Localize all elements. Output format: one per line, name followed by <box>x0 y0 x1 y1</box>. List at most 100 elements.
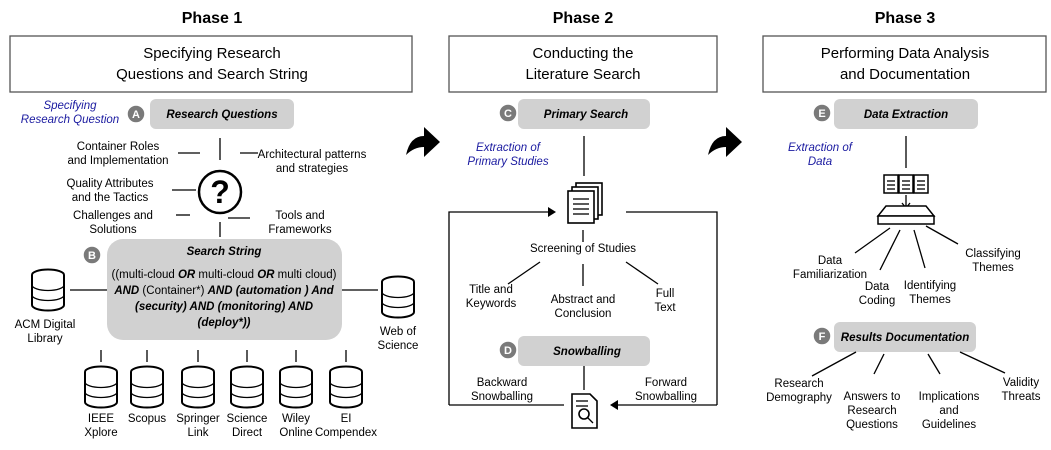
result-validity-2: Threats <box>1002 391 1041 403</box>
phase-2-heading-box <box>448 35 718 93</box>
phase-2-side-label-line-1: Extraction of <box>476 142 542 154</box>
extraction-classifying-1: Classifying <box>965 248 1021 260</box>
db-sciencedirect-2: Direct <box>232 427 263 439</box>
research-questions-box <box>150 99 294 129</box>
db-springer-2: Link <box>187 427 208 439</box>
topic-architectural-1: Architectural patterns <box>258 149 367 161</box>
step-f-letter: F <box>819 331 826 343</box>
db-compendex-1: EI <box>341 413 352 425</box>
step-e-badge <box>812 103 832 123</box>
step-b-letter: B <box>88 250 96 262</box>
db-acm-2: Library <box>27 333 62 345</box>
wos-database-icon <box>381 275 415 319</box>
step-e-letter: E <box>818 108 825 120</box>
screen-abstract-2: Conclusion <box>555 308 612 320</box>
phase-1-heading-box <box>9 35 413 93</box>
result-demography-1: Research <box>774 378 823 390</box>
step-a-badge <box>126 104 146 124</box>
phase-3-heading-line-2: and Documentation <box>840 66 970 83</box>
topic-tools-1: Tools and <box>275 210 324 222</box>
db-springer-1: Springer <box>176 413 220 425</box>
research-questions-label: Research Questions <box>166 109 277 121</box>
springer-database-icon <box>181 365 215 409</box>
query-line-2: AND (Container*) AND (automation ) And <box>113 285 334 297</box>
db-wiley-2: Online <box>279 427 312 439</box>
db-scopus: Scopus <box>128 413 167 425</box>
screen-fulltext-2: Text <box>654 302 676 314</box>
acm-database-icon <box>31 268 65 312</box>
phase-3-heading-line-1: Performing Data Analysis <box>821 45 989 62</box>
topic-quality-2: and the Tactics <box>72 192 149 204</box>
topic-quality-1: Quality Attributes <box>67 178 154 190</box>
extraction-coding-2: Coding <box>859 295 895 307</box>
topic-container-roles-2: and Implementation <box>67 155 168 167</box>
sciencedirect-database-icon <box>230 365 264 409</box>
step-c-badge <box>498 103 518 123</box>
ieee-database-icon <box>84 365 118 409</box>
arrow-phase-2-to-3-icon <box>708 127 742 157</box>
question-mark: ? <box>210 174 230 210</box>
screen-title-keywords-1: Title and <box>469 284 513 296</box>
extraction-identifying-2: Themes <box>909 294 951 306</box>
query-line-1: ((multi-cloud OR multi-cloud OR multi cl… <box>112 269 337 281</box>
step-d-badge <box>498 340 518 360</box>
snowballing-box <box>518 336 650 366</box>
screen-title-keywords-2: Keywords <box>466 298 517 310</box>
result-demography-2: Demography <box>766 392 832 404</box>
screen-abstract-1: Abstract and <box>551 294 616 306</box>
forward-snowballing-1: Forward <box>645 377 687 389</box>
phase-2-title: Phase 2 <box>553 10 614 27</box>
phase-3-side-label-line-1: Extraction of <box>788 142 854 154</box>
topic-tools-2: Frameworks <box>268 224 332 236</box>
phase-3-heading-box <box>762 35 1047 93</box>
result-implications-3: Guidelines <box>922 419 977 431</box>
result-implications-2: and <box>939 405 958 417</box>
db-acm-1: ACM Digital <box>15 319 76 331</box>
step-d-letter: D <box>504 345 512 357</box>
extraction-familiarization-2: Familiarization <box>793 269 867 281</box>
extraction-familiarization-1: Data <box>818 255 843 267</box>
db-compendex-2: Compendex <box>315 427 377 439</box>
phase-2-heading-line-1: Conducting the <box>533 45 634 62</box>
topic-challenges-2: Solutions <box>89 224 137 236</box>
phase-1-heading-line-2: Questions and Search String <box>116 66 308 83</box>
search-string-box <box>107 239 342 340</box>
question-icon <box>197 169 243 215</box>
document-search-icon <box>571 393 598 429</box>
data-extraction-label: Data Extraction <box>864 109 948 121</box>
phase-1-title: Phase 1 <box>182 10 243 27</box>
topic-architectural-2: and strategies <box>276 163 348 175</box>
step-f-badge <box>812 326 832 346</box>
snowballing-label: Snowballing <box>553 346 621 358</box>
result-answers-1: Answers to <box>844 391 901 403</box>
compendex-database-icon <box>329 365 363 409</box>
screen-fulltext-1: Full <box>656 288 675 300</box>
data-extraction-box <box>834 99 978 129</box>
document-stack-icon <box>567 182 603 224</box>
db-sciencedirect-1: Science <box>227 413 268 425</box>
result-answers-2: Research <box>847 405 896 417</box>
db-wos-2: Science <box>378 340 419 352</box>
forward-snowballing-2: Snowballing <box>635 391 697 403</box>
phase-1-heading-line-1: Specifying Research <box>143 45 281 62</box>
query-line-3: (security) AND (monitoring) AND <box>135 301 313 313</box>
phase-3-title: Phase 3 <box>875 10 936 27</box>
extraction-identifying-1: Identifying <box>904 280 956 292</box>
result-implications-1: Implications <box>919 391 980 403</box>
results-documentation-box <box>834 322 976 352</box>
screening-label: Screening of Studies <box>530 243 636 255</box>
extraction-coding-1: Data <box>865 281 890 293</box>
phase-1-side-label-line-1: Specifying <box>43 100 97 112</box>
phase-2-side-label-line-2: Primary Studies <box>467 156 548 168</box>
phase-1-side-label-line-2: Research Question <box>21 114 119 126</box>
phase-3-side-label-line-2: Data <box>808 156 832 168</box>
step-c-letter: C <box>504 108 512 120</box>
search-string-label: Search String <box>187 246 262 258</box>
data-extraction-icon <box>876 174 936 225</box>
backward-snowballing-1: Backward <box>477 377 528 389</box>
step-a-letter: A <box>132 109 140 121</box>
result-validity-1: Validity <box>1003 377 1039 389</box>
arrow-phase-1-to-2-icon <box>406 127 440 157</box>
phase-2-heading-line-2: Literature Search <box>525 66 640 83</box>
db-wos-1: Web of <box>380 326 417 338</box>
